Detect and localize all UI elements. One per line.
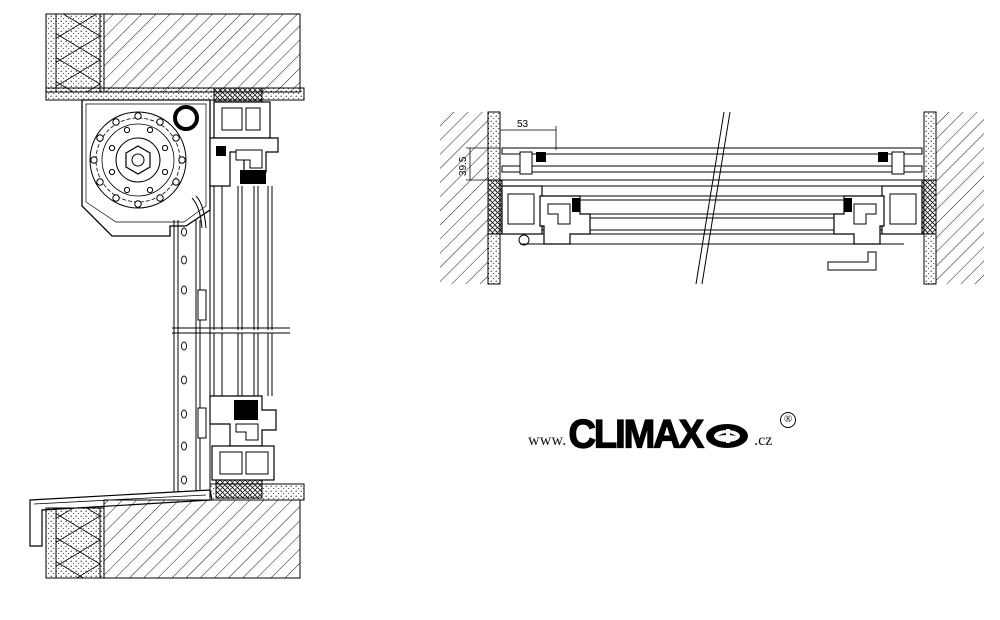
dimension-width-label: 53 <box>517 119 529 130</box>
url-prefix: www. <box>528 432 567 449</box>
url-suffix: .cz <box>754 432 773 449</box>
top-frame-profile <box>209 87 279 187</box>
dimension-lines: 53 39.5 <box>458 119 557 181</box>
vertical-section <box>29 13 305 579</box>
bottom-wall <box>45 499 301 579</box>
dimension-height-label: 39.5 <box>458 156 469 176</box>
lintel-wall <box>45 13 305 101</box>
right-jamb <box>921 111 984 285</box>
horizontal-section: 53 39.5 <box>440 111 984 285</box>
shutter-box <box>81 99 211 237</box>
break-line <box>172 327 290 334</box>
upper-glazing <box>213 186 273 330</box>
roller-coil-icon <box>89 111 187 209</box>
bottom-frame-profile <box>209 395 277 499</box>
left-jamb <box>440 111 503 285</box>
climax-oval-emblem-icon <box>706 424 749 448</box>
right-profile <box>827 151 923 271</box>
break-symbol <box>695 111 731 285</box>
lower-glazing <box>213 333 273 396</box>
registered-mark: ® <box>780 412 796 428</box>
shutter-guide <box>173 186 211 500</box>
brand-name: CLIMAX <box>568 412 705 458</box>
brand-logo[interactable]: www. CLIMAX .cz <box>528 412 772 458</box>
left-profile <box>501 151 591 246</box>
